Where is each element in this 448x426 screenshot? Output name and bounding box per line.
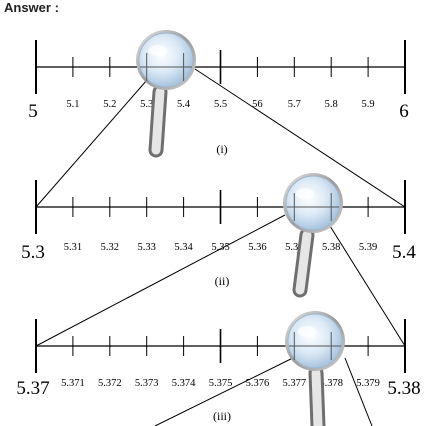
magnifier-icon xyxy=(285,311,345,426)
tick-label: 5.2 xyxy=(103,99,116,110)
tick-label: 5.378 xyxy=(319,378,343,389)
tick-label: 5.37 xyxy=(285,242,303,253)
tick-label: 5.7 xyxy=(288,99,301,110)
tick-label: 5.33 xyxy=(138,242,156,253)
zoom-connector xyxy=(194,68,406,208)
tick-label: 5.8 xyxy=(325,99,338,110)
tick-label: 5.379 xyxy=(356,378,380,389)
tick-label: 5.34 xyxy=(174,242,193,253)
tick-label: 5.39 xyxy=(359,242,377,253)
line-caption: (i) xyxy=(216,142,227,156)
zoom-connector xyxy=(344,357,373,426)
end-label: 5.38 xyxy=(387,378,420,399)
line-caption: (ii) xyxy=(215,274,230,288)
tick-label: 5.373 xyxy=(135,378,159,389)
tick-label: 5.375 xyxy=(209,378,233,389)
end-label: 5.4 xyxy=(392,242,416,263)
tick-label: 5.374 xyxy=(172,378,196,389)
zoom-connector xyxy=(154,351,306,426)
number-line-2: 5.31 5.32 5.33 5.34 5.35 5.36 5.37 5.38 5.39 5.3 5… xyxy=(21,180,416,288)
end-label: 6 xyxy=(399,101,409,122)
start-label: 5.3 xyxy=(21,242,45,263)
tick-label: 5.1 xyxy=(66,99,79,110)
zoom-connector xyxy=(35,214,286,347)
magnifier-layer xyxy=(136,30,345,426)
zoom-connector xyxy=(35,79,148,208)
tick-label: 5.36 xyxy=(248,242,266,253)
zoom-connectors xyxy=(35,68,406,426)
tick-label: 5.5 xyxy=(214,99,227,110)
tick-label: 5.9 xyxy=(362,99,375,110)
tick-label: 5.31 xyxy=(64,242,82,253)
tick-label: 5.4 xyxy=(177,99,191,110)
line-caption: (iii) xyxy=(213,409,231,423)
start-label: 5.37 xyxy=(16,378,49,399)
tick-label: 5.376 xyxy=(246,378,270,389)
tick-label: 5.377 xyxy=(282,378,306,389)
tick-label: 5.372 xyxy=(98,378,122,389)
tick-label: 56 xyxy=(252,99,263,110)
start-label: 5 xyxy=(28,101,38,122)
tick-label: 5.3 xyxy=(140,99,153,110)
tick-label: 5.32 xyxy=(101,242,119,253)
tick-label: 5.371 xyxy=(61,378,85,389)
answer-heading: Answer : xyxy=(4,0,59,15)
magnifier-icon xyxy=(136,30,196,158)
tick-label: 5.35 xyxy=(211,242,229,253)
number-line-3: 5.371 5.372 5.373 5.374 5.375 5.376 5.377 5.378… xyxy=(16,319,421,423)
zoom-connector xyxy=(329,225,406,347)
magnifier-icon xyxy=(283,173,343,298)
tick-label: 5.38 xyxy=(322,242,340,253)
